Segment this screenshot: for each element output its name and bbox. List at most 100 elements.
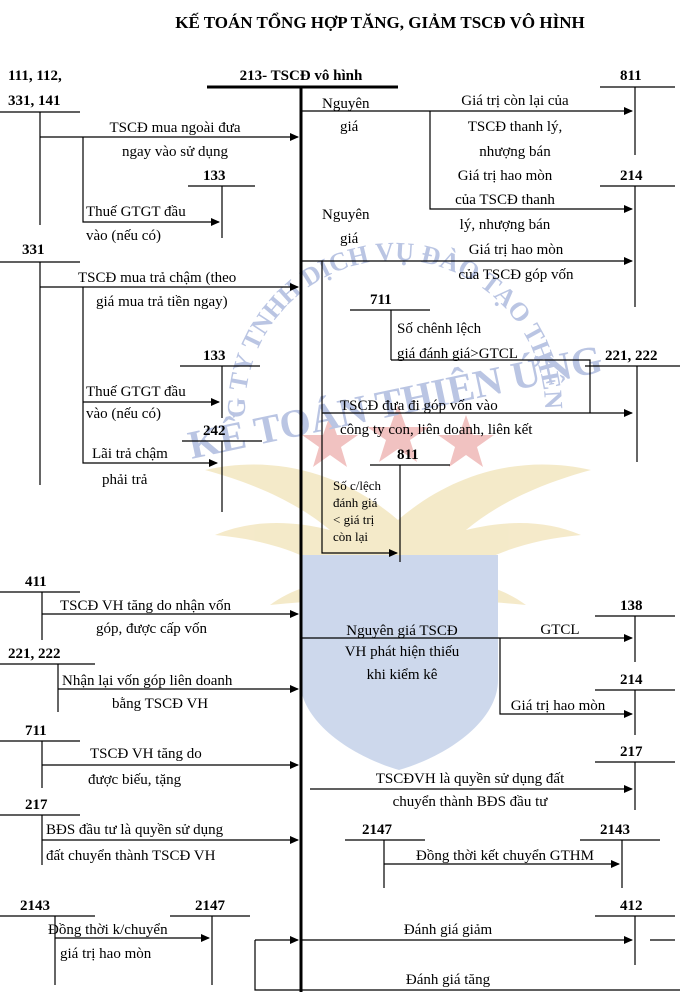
entry-label: Nguyên bbox=[322, 207, 370, 223]
account-217-label: 217 bbox=[25, 797, 48, 813]
entry-label: Đánh giá tăng bbox=[406, 972, 491, 988]
entry-label: chuyển thành BĐS đầu tư bbox=[393, 794, 549, 810]
entry-label: giá đánh giá>GTCL bbox=[397, 346, 518, 362]
entry-label: Giá trị hao mòn bbox=[511, 698, 606, 714]
entry-label: Đánh giá giảm bbox=[404, 922, 493, 938]
star-icon bbox=[302, 415, 358, 467]
entry-label: giá bbox=[340, 231, 359, 247]
t-account-711-left: 711 bbox=[0, 723, 80, 788]
star-icon bbox=[438, 415, 494, 467]
t-account-221-222-left: 221, 222 bbox=[0, 646, 95, 712]
entry-label: Nhận lại vốn góp liên doanh bbox=[62, 673, 233, 689]
t-account-2143-right: 2143 bbox=[580, 822, 660, 888]
star-icon bbox=[367, 405, 429, 462]
entry-label: Giá trị hao mòn bbox=[458, 168, 553, 184]
entry-dong-thoi-kc-gthm: Đồng thời kết chuyển GTHM bbox=[384, 848, 620, 868]
t-account-138: 138 bbox=[595, 598, 675, 662]
entry-thue-gtgt-1: Thuế GTGT đầu vào (nếu có) bbox=[82, 137, 220, 244]
entry-label: góp, được cấp vốn bbox=[96, 621, 208, 637]
account-242-label: 242 bbox=[203, 423, 226, 439]
account-331-141-label: 331, 141 bbox=[8, 93, 61, 109]
entry-label: BĐS đầu tư là quyền sử dụng bbox=[46, 822, 224, 838]
account-217-label: 217 bbox=[620, 744, 643, 760]
entry-thanh-ly: Nguyên giá Giá trị còn lại của TSCĐ than… bbox=[301, 93, 633, 233]
entry-label: Thuế GTGT đầu bbox=[86, 384, 186, 400]
entry-label: đất chuyển thành TSCĐ VH bbox=[46, 848, 216, 864]
t-account-811-top: 811 bbox=[600, 68, 675, 155]
entry-label: bằng TSCĐ VH bbox=[112, 696, 208, 712]
account-214-label: 214 bbox=[620, 168, 643, 184]
entry-label: GTCL bbox=[540, 622, 579, 638]
wing-right-shape bbox=[398, 464, 591, 605]
entry-label: của TSCĐ góp vốn bbox=[458, 267, 574, 283]
account-811-label: 811 bbox=[397, 447, 419, 463]
account-133-label: 133 bbox=[203, 348, 226, 364]
entry-label: phải trả bbox=[102, 472, 148, 488]
entry-label: của TSCĐ thanh bbox=[455, 192, 555, 208]
entry-label: còn lại bbox=[333, 529, 368, 544]
t-account-242: 242 bbox=[182, 423, 262, 512]
account-2147-label: 2147 bbox=[195, 898, 226, 914]
entry-label: TSCĐ VH tăng do nhận vốn bbox=[60, 598, 231, 614]
t-account-411: 411 bbox=[0, 574, 80, 640]
entry-thue-gtgt-2: Thuế GTGT đầu vào (nếu có) bbox=[82, 287, 220, 467]
account-711-label: 711 bbox=[370, 292, 392, 308]
entry-label: TSCĐVH là quyền sử dụng đất bbox=[376, 771, 565, 787]
entry-nhan-lai-von-gop: Nhận lại vốn góp liên doanh bằng TSCĐ VH bbox=[58, 673, 299, 712]
entry-label: Số c/lệch bbox=[333, 478, 382, 493]
entry-label: Nguyên giá TSCĐ bbox=[346, 623, 458, 639]
t-account-2143-left: 2143 bbox=[0, 898, 95, 985]
entry-qsd-dat: TSCĐVH là quyền sử dụng đất chuyển thành… bbox=[310, 771, 633, 810]
shield-shape bbox=[300, 555, 498, 770]
account-214-label: 214 bbox=[620, 672, 643, 688]
account-221-222-label: 221, 222 bbox=[8, 646, 61, 662]
account-411-label: 411 bbox=[25, 574, 47, 590]
account-2143-label: 2143 bbox=[20, 898, 50, 914]
entry-label: Thuế GTGT đầu bbox=[86, 204, 186, 220]
entry-label: Lãi trả chậm bbox=[92, 446, 168, 462]
entry-label: đánh giá bbox=[333, 495, 378, 510]
entry-label: Giá trị hao mòn bbox=[469, 242, 564, 258]
entry-label: giá bbox=[340, 119, 359, 135]
entry-label: VH phát hiện thiếu bbox=[345, 644, 460, 660]
account-331-label: 331 bbox=[22, 242, 45, 258]
account-138-label: 138 bbox=[620, 598, 643, 614]
entry-label: giá trị hao mòn bbox=[60, 946, 152, 962]
entry-label: < giá trị bbox=[333, 512, 375, 527]
entry-label: được biếu, tặng bbox=[88, 772, 182, 788]
entry-label: Đồng thời kết chuyển GTHM bbox=[416, 848, 594, 864]
t-account-133-a: 133 bbox=[188, 168, 255, 238]
entry-label: TSCĐ đưa đi góp vốn vào bbox=[340, 398, 498, 414]
account-711-label: 711 bbox=[25, 723, 47, 739]
entry-label: công ty con, liên doanh, liên kết bbox=[340, 422, 533, 438]
entry-label: Nguyên bbox=[322, 96, 370, 112]
t-account-214-top: 214 bbox=[600, 168, 675, 307]
t-account-111-331: 111, 112, 331, 141 bbox=[0, 68, 80, 225]
entry-label: Giá trị còn lại của bbox=[461, 93, 569, 109]
t-account-331: 331 bbox=[0, 242, 80, 485]
account-412-label: 412 bbox=[620, 898, 643, 914]
entry-thieu-kiem-ke: Nguyên giá TSCĐ VH phát hiện thiếu khi k… bbox=[301, 622, 633, 718]
t-account-221-222-right: 221, 222 bbox=[585, 348, 680, 462]
t-account-2147-mid: 2147 bbox=[345, 822, 425, 888]
entry-label: nhượng bán bbox=[479, 144, 551, 160]
account-213-label: 213- TSCĐ vô hình bbox=[240, 68, 363, 84]
t-account-133-b: 133 bbox=[180, 348, 260, 418]
t-account-811-mid: 811 bbox=[370, 447, 450, 562]
account-2143-label: 2143 bbox=[600, 822, 630, 838]
entry-label: Đồng thời k/chuyển bbox=[48, 922, 168, 938]
entry-label: TSCĐ thanh lý, bbox=[468, 119, 563, 135]
t-account-213: 213- TSCĐ vô hình bbox=[207, 68, 398, 992]
entry-label: TSCĐ VH tăng do bbox=[90, 746, 202, 762]
account-811-label: 811 bbox=[620, 68, 642, 84]
entry-label: Số chênh lệch bbox=[397, 321, 482, 337]
entry-lai-tra-cham: Lãi trả chậm phải trả bbox=[92, 446, 168, 488]
account-111-label: 111, 112, bbox=[8, 68, 62, 84]
entry-label: ngay vào sử dụng bbox=[122, 144, 229, 160]
entry-bieu-tang: TSCĐ VH tăng do được biếu, tặng bbox=[42, 746, 299, 788]
entry-label: TSCĐ mua ngoài đưa bbox=[109, 120, 240, 136]
entry-gop-von: Nguyên giá Giá trị hao mòn của TSCĐ góp … bbox=[301, 207, 633, 557]
entry-label: vào (nếu có) bbox=[86, 406, 161, 422]
t-account-217-right: 217 bbox=[595, 744, 675, 810]
